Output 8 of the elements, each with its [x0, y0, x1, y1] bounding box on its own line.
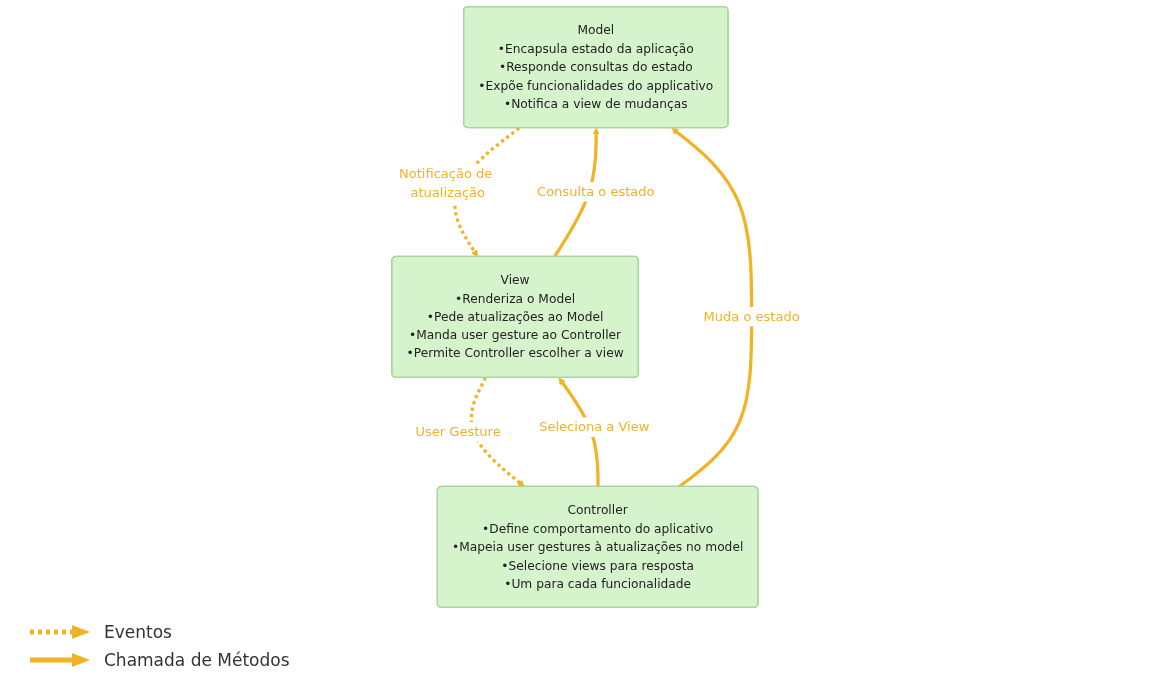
arrow — [469, 376, 525, 488]
edge-label: Consulta o estado — [537, 183, 655, 200]
legend-text: Chamada de Métodos — [104, 650, 290, 670]
edge-label: Muda o estado — [703, 308, 800, 325]
edge-label: Seleciona a View — [539, 419, 650, 435]
edge-label: User Gesture — [415, 423, 501, 440]
edge-label: Notificação de atualização — [398, 165, 493, 201]
legend-text: Eventos — [104, 622, 172, 642]
